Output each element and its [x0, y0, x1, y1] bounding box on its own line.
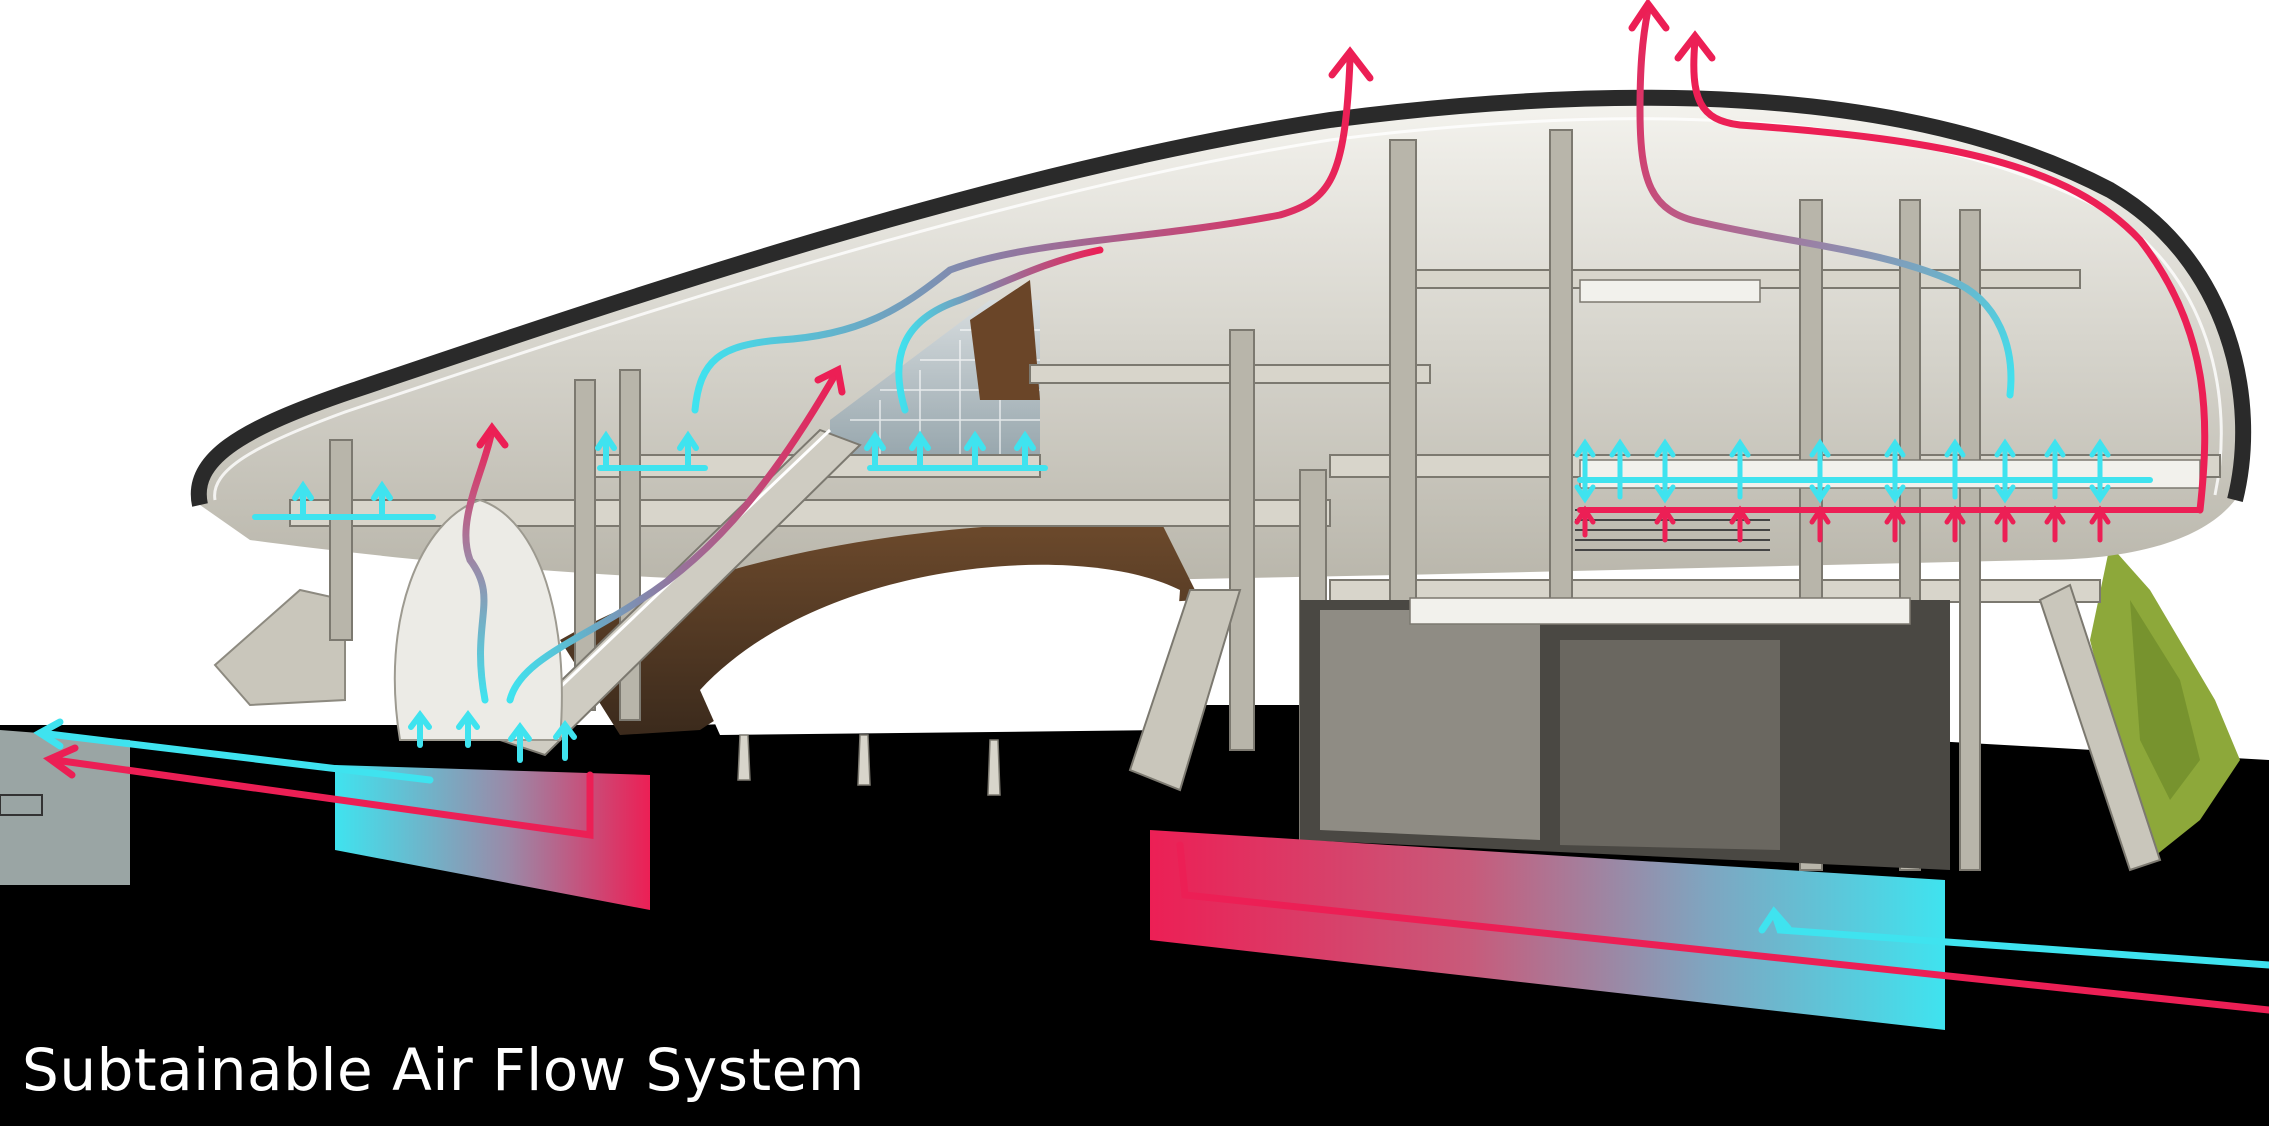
- diagram-caption: Subtainable Air Flow System: [22, 1036, 865, 1104]
- auditorium-supply-arrows: [1574, 438, 2111, 504]
- lower-core-light: [1320, 610, 1540, 840]
- auditorium-exhaust-arrows: [1574, 505, 2111, 543]
- warm-air-roof-exhaust-right: [1690, 36, 2209, 514]
- left-underground-duct: [335, 765, 650, 910]
- cool-air-intake-right-arrowhead: [1758, 906, 1792, 934]
- auditorium-seating-upper: [1579, 279, 2201, 489]
- auditorium-seating-lower: [1409, 597, 1911, 625]
- wood-column: [970, 280, 1040, 400]
- left-cantilever: [213, 588, 346, 707]
- rising-airflow-dome: [462, 426, 496, 704]
- cool-air-intake-left: [36, 729, 434, 784]
- rising-airflow-dome-arrowhead: [476, 422, 509, 449]
- atrium-supply: [864, 430, 1048, 471]
- left-strut: [1128, 589, 1242, 792]
- upper-left-supply: [595, 430, 708, 471]
- dome-supply-arrows: [408, 710, 577, 763]
- mixed-air-riser-right-arrowhead: [1628, 0, 1670, 32]
- cool-air-intake-left-arrowhead: [33, 718, 64, 750]
- roof-frame: [190, 89, 2252, 507]
- pilotis: [737, 734, 1001, 796]
- right-strut: [2038, 583, 2162, 872]
- mixed-air-riser-right: [1636, 6, 2015, 399]
- left-platform-detail: [0, 794, 43, 816]
- rising-airflow-roof-arrowhead: [1328, 46, 1374, 82]
- green-wall-shade: [2130, 600, 2200, 800]
- belly-opening: [700, 564, 1180, 735]
- left-mezzanine-supply: [252, 480, 436, 520]
- warm-air-exhaust-left: [51, 756, 594, 840]
- escalator: [498, 428, 862, 757]
- lower-core-stair: [1560, 640, 1780, 850]
- warm-air-roof-exhaust-right-arrowhead: [1674, 30, 1716, 62]
- rising-airflow-atrium: [895, 246, 1104, 414]
- rising-airflow-escalator: [506, 371, 839, 704]
- warm-air-exhaust-right: [1176, 841, 2269, 1014]
- warm-air-exhaust-left-arrowhead: [43, 744, 79, 779]
- rising-airflow-escalator-arrowhead: [814, 364, 846, 396]
- rising-airflow-roof: [691, 56, 1354, 414]
